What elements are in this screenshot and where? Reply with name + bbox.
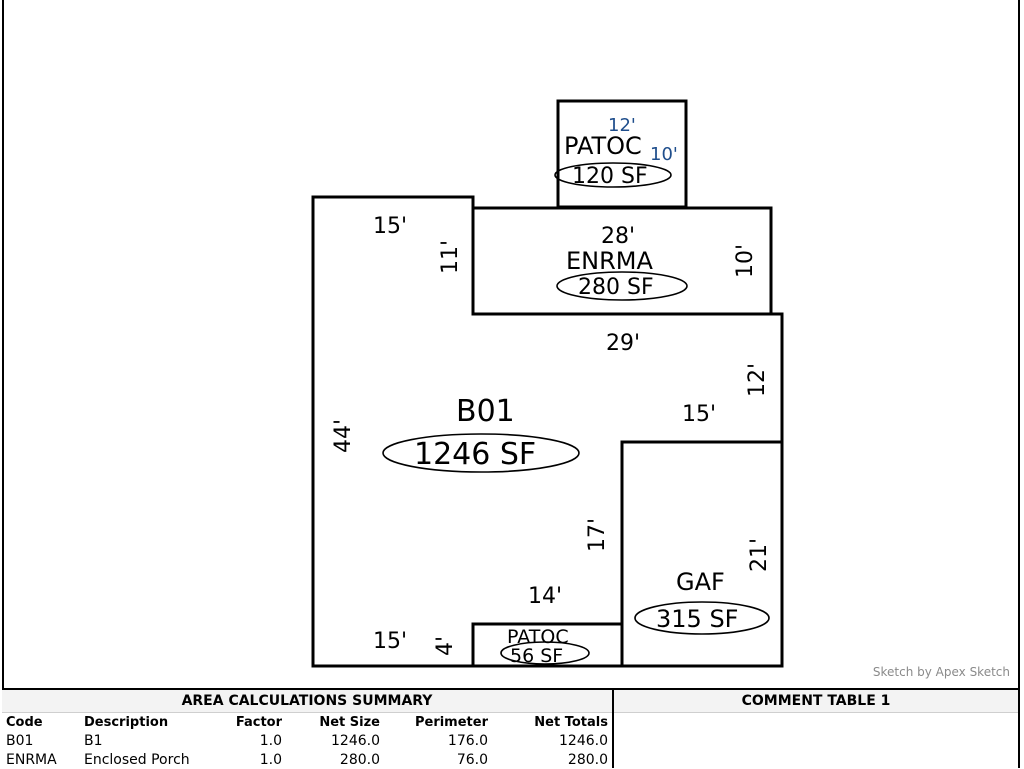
b01-area: 1246 SF [414,437,536,472]
patoc-bottom-code: PATOC [507,626,569,648]
cell-code: ENRMA [6,751,57,768]
patoc-top-height-dim: 10' [650,144,678,165]
table-row: ENRMA Enclosed Porch 1.0 280.0 76.0 280.… [2,750,612,769]
floor-plan-sketch: 12' PATOC 10' 120 SF 28' ENRMA 280 SF 10… [311,99,784,668]
cell-factor: 1.0 [259,751,282,768]
b01-code: B01 [456,394,515,429]
gaf-height-dim: 21' [747,538,772,572]
area-calculations-summary: AREA CALCULATIONS SUMMARY Code Descripti… [2,688,614,768]
table-row: B01 B1 1.0 1246.0 176.0 1246.0 [2,731,612,750]
enrma-area-oval [556,271,688,301]
b01-bottom-inner-dim: 14' [528,584,562,609]
gaf-area-oval [634,601,770,635]
cell-perimeter: 176.0 [447,732,488,749]
cell-code: B01 [6,732,34,749]
col-factor: Factor [235,714,282,730]
cell-description: Enclosed Porch [84,751,190,768]
enrma-code: ENRMA [566,247,654,275]
col-net-totals: Net Totals [534,714,608,730]
col-description: Description [84,714,169,730]
b01-right-short-dim: 12' [745,363,770,397]
enrma-height-dim: 10' [733,244,758,278]
b01-right-top-dim: 29' [606,331,640,356]
summary-header-row: Code Description Factor Net Size Perimet… [2,713,612,731]
cell-factor: 1.0 [259,732,282,749]
patoc-top-code: PATOC [564,132,642,160]
enrma-outline [471,206,773,316]
gaf-area: 315 SF [656,605,738,633]
b01-area-oval [382,433,580,473]
summary-title: AREA CALCULATIONS SUMMARY [2,690,612,713]
sketch-credit: Sketch by Apex Sketch [872,665,1010,679]
b01-small-vertical-dim: 4' [433,636,458,656]
enrma-width-dim: 28' [601,224,635,249]
col-perimeter: Perimeter [414,714,488,730]
gaf-code: GAF [676,568,725,596]
patoc-top-area: 120 SF [572,164,648,189]
cell-net-totals: 1246.0 [559,732,608,749]
b01-bottom-left-dim: 15' [373,629,407,654]
gaf-outline [620,440,784,668]
cell-net-totals: 280.0 [567,751,608,768]
cell-perimeter: 76.0 [456,751,488,768]
col-net-size: Net Size [319,714,380,730]
patoc-bottom-area-oval [500,641,590,665]
col-code: Code [6,714,43,730]
summary-table: Code Description Factor Net Size Perimet… [2,713,612,769]
sketch-canvas [2,0,1020,688]
b01-inner-dim: 15' [682,402,716,427]
cell-net-size: 1246.0 [331,732,380,749]
patoc-top-width-dim: 12' [608,115,636,136]
patoc-top-area-oval [554,162,672,188]
comment-table-title: COMMENT TABLE 1 [614,690,1018,713]
cell-net-size: 280.0 [339,751,380,768]
b01-inner-vertical-dim: 17' [585,518,610,552]
enrma-area: 280 SF [578,275,654,300]
b01-top-dim: 15' [373,214,407,239]
patoc-bottom-outline [471,622,624,668]
b01-notch-dim: 11' [438,240,463,274]
cell-description: B1 [84,732,103,749]
patoc-bottom-area: 56 SF [510,645,563,667]
b01-left-dim: 44' [331,419,356,453]
comment-table: COMMENT TABLE 1 [614,688,1020,768]
